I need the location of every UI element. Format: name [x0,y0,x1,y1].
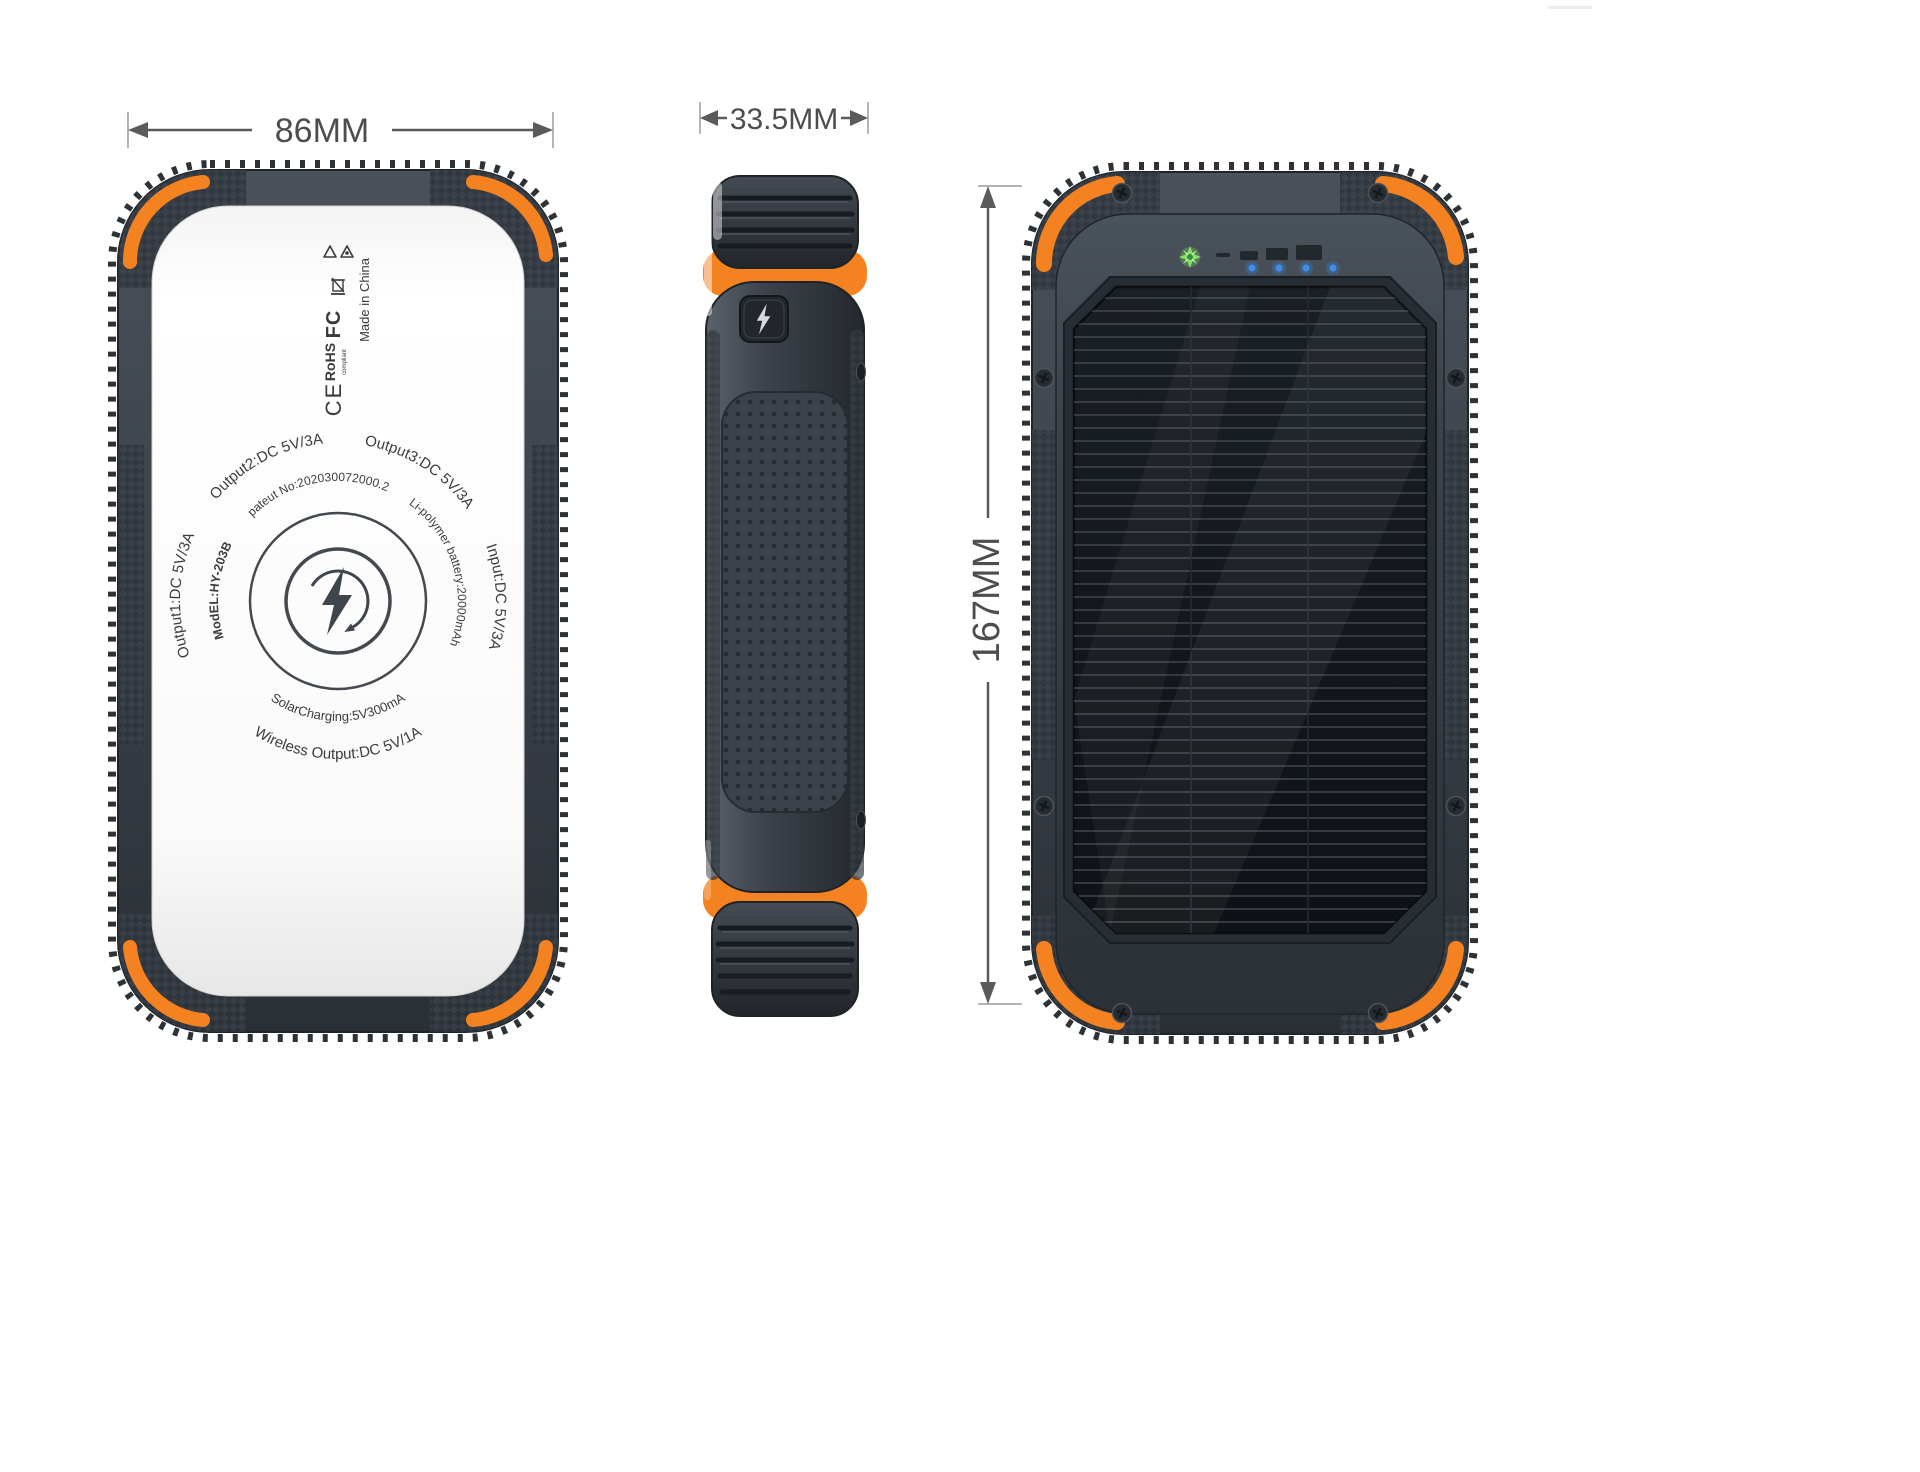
side-power-button [739,295,789,343]
blue-led-icon [1275,264,1283,272]
side-port-slot-top [856,362,866,382]
screw-icon [1111,1002,1133,1024]
recycle-icon [340,245,354,258]
solar-panel [1063,276,1437,944]
orange-bumper-top-right [466,175,553,262]
panel-gloss [1085,287,1426,933]
stray-artifact-line [1548,6,1592,9]
back-tread-edge [108,160,568,1042]
screw-icon [1367,182,1389,204]
height-dimension-label: 167MM [966,537,1008,664]
front-view [1022,162,1478,1044]
rohs-note: compliant [342,349,348,375]
side-view [703,175,867,1017]
side-port-slot-bottom [856,810,866,830]
orange-bumper-bottom-right [1375,941,1464,1030]
back-orange-bumpers [122,175,553,1027]
back-view: FC RoHS compliant CE Made in China Outpu… [108,160,568,1042]
side-carbon-strip-left [706,330,720,880]
side-top-cap [711,175,859,269]
screw-icon [1033,795,1055,817]
charge-swirl-arrowhead [344,623,355,632]
arrow-right [533,122,553,138]
arrow-up [980,186,996,208]
orange-bumper-bottom-left [1036,941,1125,1030]
screw-icon [1445,367,1467,389]
ce-mark: CE [321,382,346,417]
front-orange-bumpers [1035,176,1464,1030]
side-highlights [704,182,722,900]
orange-bumper-top-left [122,175,210,269]
screw-icon [1111,182,1133,204]
width-dimension-label: 86MM [275,112,369,150]
certification-marks: FC RoHS compliant CE Made in China [321,245,372,417]
power-button-bolt-icon [756,303,771,335]
dimension-width: 86MM [127,112,554,150]
arrow-right [850,110,868,126]
orange-bumper-bottom-right [466,940,553,1027]
orange-bumper-bottom-left [123,940,210,1027]
indicator-dash [1216,253,1230,257]
battery-led-dots [1245,261,1340,275]
made-in-china: Made in China [357,257,372,342]
screw-icon [1445,795,1467,817]
screw-icon [1033,367,1055,389]
side-carbon-strip-right [850,330,864,880]
front-tread-edge [1022,162,1478,1044]
indicator-bars [1240,245,1322,260]
green-led-icon [1179,246,1201,268]
blue-led-icon [1329,264,1337,272]
dimension-thickness: 33.5MM [699,102,869,136]
fcc-mark: FC [323,310,345,339]
recycle-icon [323,245,337,258]
thickness-dimension-label: 33.5MM [730,103,838,136]
orange-bumper-top-left [1035,176,1125,272]
led-indicator-strip [1179,245,1340,275]
rohs-mark: RoHS [322,343,338,381]
wireless-charging-bolt-icon [322,567,352,635]
blue-led-icon [1248,264,1256,272]
arrow-left [700,110,718,126]
print-logo-circle [284,547,392,655]
trash-crossed-icon [331,277,345,295]
arrow-left [128,122,148,138]
panel-gloss-streak [1074,287,1250,933]
side-grip-dots [722,392,848,812]
arrow-down [980,982,996,1004]
screw-icon [1367,1002,1389,1024]
side-bottom-cap [711,901,859,1017]
blue-led-icon [1302,264,1310,272]
dimension-height: 167MM [966,185,1022,1005]
solar-panel-cells [1074,287,1426,933]
orange-bumper-top-right [1375,176,1464,265]
print-outer-ring [248,511,428,691]
charge-swirl-arrow [310,569,370,629]
